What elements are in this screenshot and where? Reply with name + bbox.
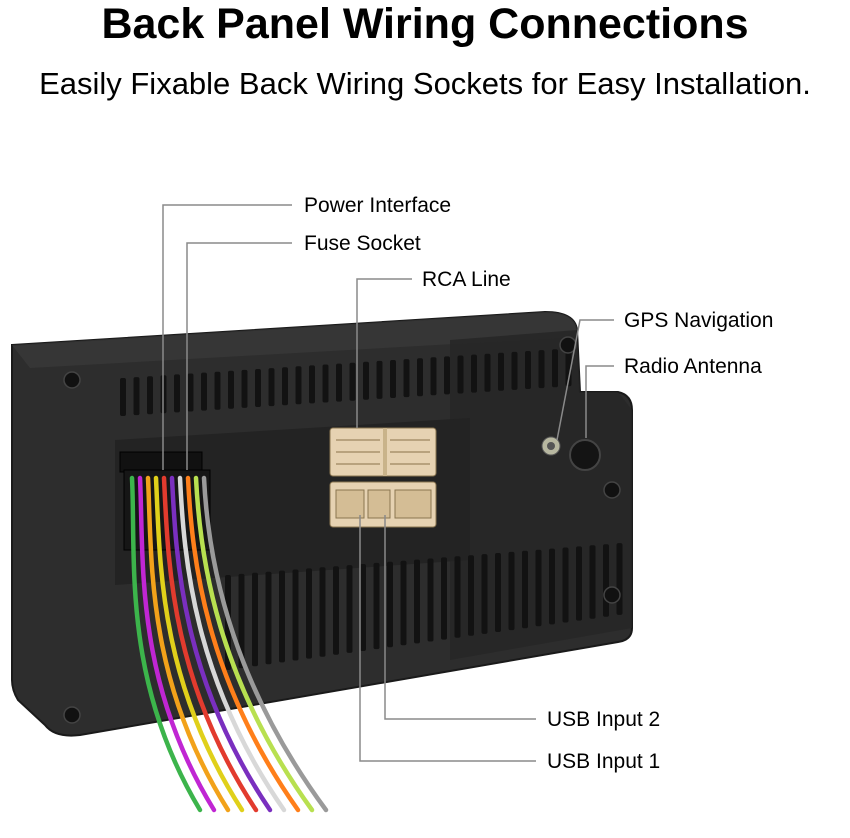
- wire: [193, 475, 315, 813]
- vent-slot: [535, 549, 542, 627]
- leader-lines: [162, 204, 614, 762]
- vent-slot: [346, 565, 353, 653]
- wire: [185, 475, 301, 813]
- vent-slot: [187, 373, 194, 412]
- vent-slot: [444, 356, 450, 395]
- vent-slot: [147, 376, 153, 415]
- vent-slot: [387, 561, 393, 648]
- vent-slot: [268, 368, 275, 407]
- label-rca-line: RCA Line: [422, 268, 511, 291]
- vent-slot: [538, 350, 545, 389]
- vent-slot: [282, 367, 288, 406]
- vent-slot: [336, 363, 342, 402]
- gps-socket: [541, 436, 561, 456]
- vent-slot: [133, 377, 140, 416]
- vent-slot: [430, 357, 437, 396]
- vent-slot: [589, 545, 596, 619]
- vent-slot: [373, 562, 380, 650]
- vent-slot: [481, 554, 488, 634]
- vent-slot: [333, 566, 339, 655]
- vent-slot: [498, 352, 504, 391]
- vent-slot: [363, 361, 369, 400]
- rca-connector: [329, 427, 437, 477]
- vent-slot: [511, 351, 518, 390]
- wire: [161, 475, 259, 813]
- vent-slot: [549, 548, 555, 625]
- vent-slot: [552, 349, 558, 388]
- vent-slot: [417, 358, 423, 397]
- vent-slot: [508, 551, 515, 631]
- wire-harness: [129, 475, 329, 813]
- wire: [129, 475, 203, 813]
- vent-slot: [400, 560, 407, 646]
- wire: [169, 475, 273, 813]
- vent-slot: [616, 543, 623, 615]
- screw-holes: [63, 336, 621, 724]
- vent-slot: [495, 553, 501, 632]
- vent-slot: [562, 547, 569, 623]
- vent-slot: [292, 569, 299, 661]
- page-subtitle: Easily Fixable Back Wiring Sockets for E…: [39, 66, 811, 101]
- vent-slot: [441, 557, 447, 640]
- vent-slot: [427, 558, 434, 642]
- vent-slot: [484, 353, 491, 392]
- vent-slot: [228, 370, 234, 409]
- vent-slot: [468, 555, 474, 636]
- wire: [145, 475, 231, 813]
- wire: [177, 475, 287, 813]
- vent-slot: [319, 567, 326, 657]
- vent-slot: [241, 369, 248, 408]
- label-fuse-socket: Fuse Socket: [304, 232, 421, 255]
- vent-slot: [309, 365, 315, 404]
- vent-slot: [390, 360, 396, 398]
- vent-slot: [265, 571, 272, 665]
- vent-slot: [349, 362, 356, 401]
- page-title: Back Panel Wiring Connections: [101, 0, 749, 48]
- vent-slot: [565, 348, 572, 387]
- label-power-interface: Power Interface: [304, 194, 452, 217]
- vent-slot: [174, 374, 180, 413]
- vent-slot: [603, 544, 609, 617]
- upper-vents: [120, 348, 572, 416]
- wire: [201, 475, 329, 813]
- label-usb-input-1: USB Input 1: [547, 750, 661, 773]
- wire: [137, 475, 217, 813]
- vent-slot: [322, 364, 329, 403]
- vent-slot: [576, 546, 582, 621]
- vent-slot: [214, 371, 221, 410]
- vent-slot: [255, 369, 261, 407]
- vent-slot: [376, 360, 383, 399]
- usb-connectors: [329, 481, 437, 528]
- vent-slot: [306, 568, 312, 659]
- vent-slot: [454, 556, 461, 638]
- vent-slot: [414, 559, 420, 644]
- label-usb-input-2: USB Input 2: [547, 708, 661, 731]
- vent-slot: [120, 378, 126, 416]
- label-gps-navigation: GPS Navigation: [624, 309, 774, 332]
- vent-slot: [279, 570, 285, 663]
- vent-slot: [471, 354, 477, 393]
- label-radio-antenna: Radio Antenna: [624, 355, 762, 378]
- vent-slot: [457, 355, 464, 394]
- wire: [153, 475, 245, 813]
- radio-antenna-socket: [569, 439, 601, 471]
- vent-slot: [403, 359, 410, 398]
- vent-slot: [201, 372, 207, 411]
- vent-slot: [522, 550, 528, 629]
- vent-slot: [238, 573, 245, 669]
- vent-slot: [252, 572, 258, 667]
- vent-slot: [295, 366, 302, 405]
- vent-slot: [360, 564, 366, 651]
- vent-slot: [525, 351, 531, 389]
